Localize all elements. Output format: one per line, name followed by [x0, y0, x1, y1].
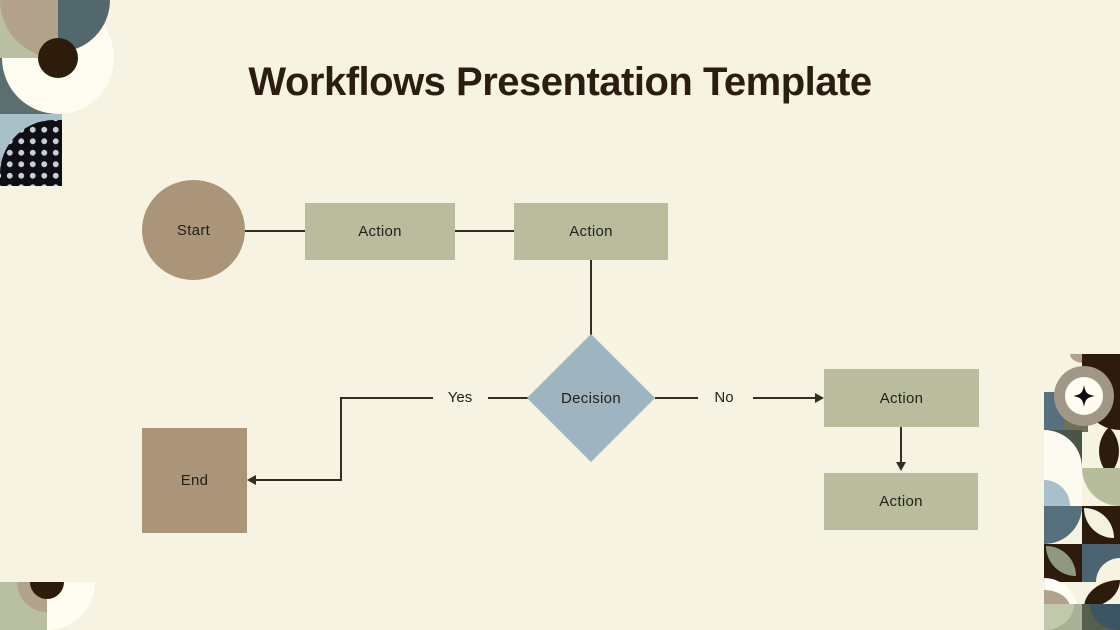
- arrowhead-into-action4: [896, 462, 906, 471]
- node-action-3-label: Action: [879, 389, 924, 407]
- darkslate-quarter: [1090, 604, 1120, 630]
- connector-yes-elbow-h: [340, 397, 433, 399]
- connector-yes-end: [253, 479, 342, 481]
- node-action-4[interactable]: Action: [824, 473, 978, 530]
- lightblue-quarter: [1044, 480, 1070, 506]
- white-square: [1044, 468, 1082, 506]
- slide-title: Workflows Presentation Template: [248, 60, 872, 104]
- darkolive-square: [1082, 604, 1120, 630]
- node-start-label: Start: [176, 221, 211, 239]
- node-decision-label: Decision: [561, 389, 621, 407]
- brown-circle: [38, 38, 78, 78]
- connector-no-action3: [753, 397, 816, 399]
- node-action-2-label: Action: [569, 223, 613, 240]
- node-action-2[interactable]: Action: [514, 203, 668, 260]
- dotted-black-quarter: [0, 120, 62, 186]
- connector-action1-action2: [455, 230, 514, 232]
- connector-action3-action4: [900, 427, 902, 464]
- connector-start-action1: [245, 230, 305, 232]
- sage-quarter: [1082, 468, 1120, 506]
- lightblue-square: [0, 114, 62, 186]
- sparkle-star-icon: [1073, 385, 1095, 407]
- node-end[interactable]: End: [142, 428, 247, 533]
- node-action-1-label: Action: [358, 223, 402, 240]
- top-left-geometric-decoration: [0, 0, 118, 190]
- connector-decision-no: [655, 397, 698, 399]
- sage-petal: [1046, 546, 1076, 576]
- right-edge-geometric-decoration: [1044, 354, 1120, 630]
- white-quarter: [1044, 430, 1082, 468]
- node-action-4-label: Action: [879, 493, 923, 510]
- bottom-left-geometric-decoration: [0, 582, 96, 630]
- white-petal: [1084, 508, 1114, 538]
- sage-square: [1044, 604, 1082, 630]
- node-action-3[interactable]: Action: [824, 369, 979, 427]
- cream-quarter: [1096, 558, 1120, 582]
- node-decision[interactable]: Decision: [527, 334, 655, 462]
- slate-quarter: [1044, 506, 1082, 544]
- connector-decision-yes: [488, 397, 528, 399]
- brown-half-disc: [30, 582, 64, 599]
- connector-action2-decision: [590, 260, 592, 336]
- tan-mini-quarter: [1070, 354, 1084, 363]
- brown-square: [1044, 544, 1082, 582]
- arrowhead-into-action3: [815, 393, 824, 403]
- darkolive-square: [1044, 430, 1082, 468]
- node-end-label: End: [180, 472, 209, 489]
- connector-yes-elbow-v: [340, 397, 342, 481]
- node-action-1[interactable]: Action: [305, 203, 455, 260]
- edge-label-no: No: [714, 389, 734, 406]
- arrowhead-into-end: [247, 475, 256, 485]
- node-start[interactable]: Start: [142, 180, 245, 280]
- lightsage-quarter: [1044, 604, 1074, 630]
- edge-label-yes: Yes: [447, 389, 473, 406]
- slate-square: [1082, 544, 1120, 582]
- brown-square: [1082, 506, 1120, 544]
